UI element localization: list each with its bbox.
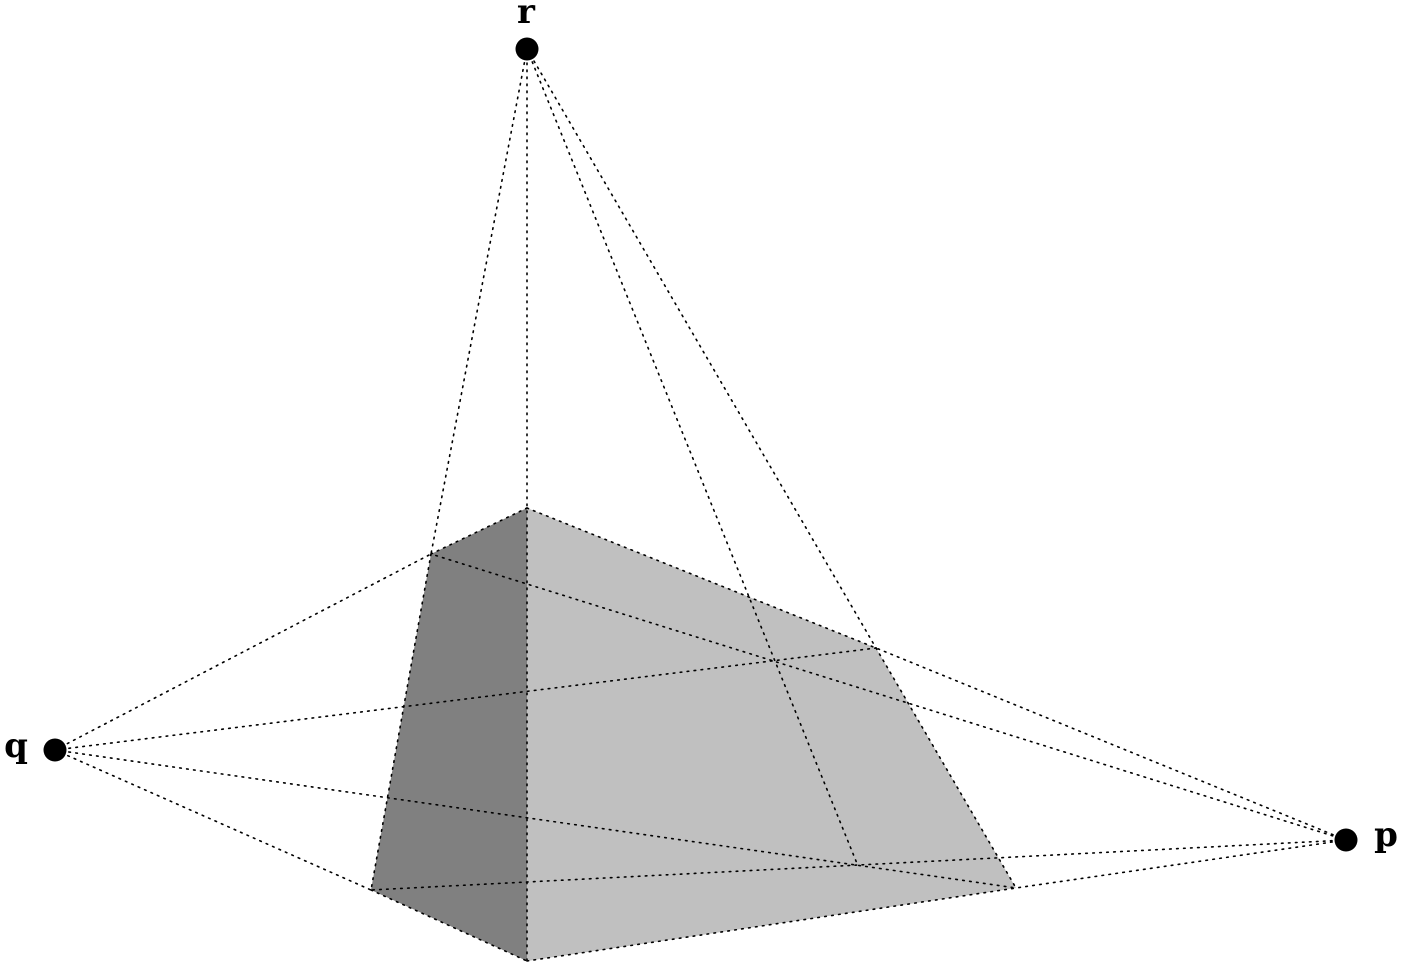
guide-lines xyxy=(54,48,1347,962)
label-q: q xyxy=(4,726,28,766)
guide-line-q-3 xyxy=(54,749,1017,889)
label-p: p xyxy=(1374,815,1398,855)
edge-left xyxy=(370,553,432,891)
vanishing-point-p xyxy=(1334,828,1358,852)
edge-top-right xyxy=(526,507,877,649)
guide-line-p-1 xyxy=(430,553,1347,841)
edge-right xyxy=(875,647,1017,889)
guide-line-q-4 xyxy=(54,749,372,891)
guide-line-p-2 xyxy=(875,647,1347,841)
label-r: r xyxy=(517,0,536,32)
guide-line-r-4 xyxy=(526,48,859,867)
guide-line-p-4 xyxy=(370,839,1347,891)
vanishing-point-r xyxy=(515,37,539,61)
vanishing-point-q xyxy=(43,738,67,762)
edge-bottom-right xyxy=(526,887,1017,962)
guide-line-r-1 xyxy=(430,48,528,555)
right-face xyxy=(527,508,1016,961)
guide-line-q-1 xyxy=(54,553,432,751)
guide-line-p-3 xyxy=(1015,839,1347,889)
edge-bottom-left xyxy=(370,889,528,962)
left-face xyxy=(371,508,527,961)
guide-line-q-2 xyxy=(54,647,877,751)
